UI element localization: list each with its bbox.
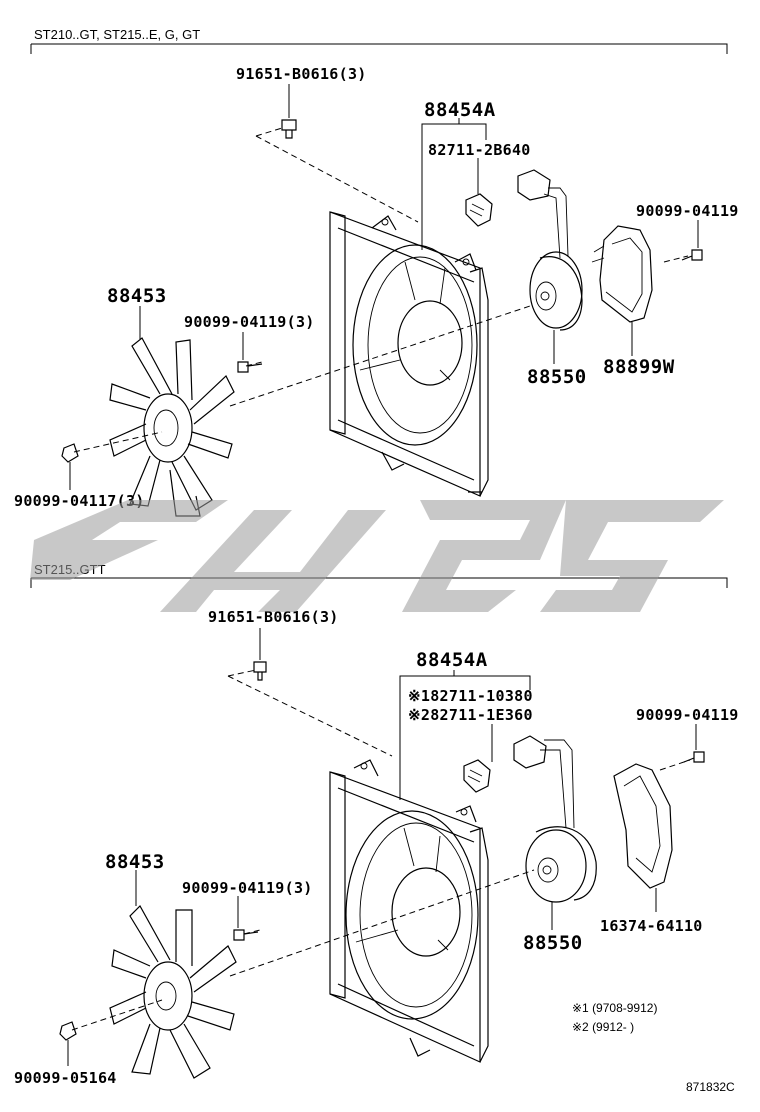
assembly-line <box>663 255 689 263</box>
label-bolt-motor: 90099-04119(3) <box>184 313 315 331</box>
label-bolt-right: 90099-04119 <box>636 706 739 724</box>
label-nut: 90099-04117(3) <box>14 492 145 510</box>
assembly-line <box>243 929 261 935</box>
assembly-line <box>229 305 531 407</box>
fan-motor <box>525 826 597 903</box>
section-bracket <box>30 43 728 54</box>
hardware-nut <box>61 443 79 463</box>
motor-connector <box>517 169 569 259</box>
label-resistor: 82711-2B640 <box>428 141 531 159</box>
section-header: ST210..GT, ST215..E, G, GT <box>34 27 200 42</box>
label-motor: 88550 <box>523 932 583 954</box>
label-shroud-assy: 88454A <box>424 99 496 121</box>
motor-connector <box>513 735 575 829</box>
note-1: ※1 (9708-9912) <box>572 1001 657 1015</box>
hardware-bolt-cover <box>683 751 705 763</box>
watermark-logo <box>30 500 724 612</box>
assembly-line <box>245 361 263 367</box>
fan-resistor <box>465 193 493 227</box>
section-lower: ST215..GTT <box>14 562 739 1087</box>
assembly-line <box>229 869 535 977</box>
assembly-line <box>227 669 393 757</box>
hardware-bolt-cover <box>681 249 703 261</box>
label-screw: 91651-B0616(3) <box>208 608 339 626</box>
hardware-bolt-motor <box>237 361 263 373</box>
label-resistor-2: ※282711-1E360 <box>408 706 533 724</box>
assembly-line <box>659 759 691 771</box>
note-2: ※2 (9912- ) <box>572 1020 634 1034</box>
hardware-screw <box>253 661 267 681</box>
assembly-line <box>255 127 419 223</box>
label-screw: 91651-B0616(3) <box>236 65 367 83</box>
leader <box>399 670 531 800</box>
section-upper: ST210..GT, ST215..E, G, GT <box>14 27 739 517</box>
hardware-nut <box>59 1021 77 1041</box>
label-fan: 88453 <box>105 851 165 873</box>
hardware-screw <box>281 119 297 139</box>
label-shroud-assy: 88454A <box>416 649 488 671</box>
assembly-line <box>71 999 163 1031</box>
label-motor: 88550 <box>527 366 587 388</box>
motor-cover <box>591 225 653 323</box>
label-cover: 88899W <box>603 356 675 378</box>
fan-motor <box>529 251 583 331</box>
label-nut: 90099-05164 <box>14 1069 117 1087</box>
motor-cover <box>613 763 673 889</box>
label-cover: 16374-64110 <box>600 917 703 935</box>
label-bolt-right: 90099-04119 <box>636 202 739 220</box>
fan-shroud <box>329 211 489 497</box>
label-resistor-1: ※182711-10380 <box>408 687 533 705</box>
leader <box>421 118 487 250</box>
cooling-fan <box>109 337 235 517</box>
figure-code: 871832C <box>686 1080 735 1094</box>
fan-resistor <box>463 759 491 793</box>
assembly-line <box>73 431 163 453</box>
fan-shroud <box>329 759 489 1063</box>
cooling-fan <box>109 905 237 1079</box>
label-fan: 88453 <box>107 285 167 307</box>
label-bolt-motor: 90099-04119(3) <box>182 879 313 897</box>
